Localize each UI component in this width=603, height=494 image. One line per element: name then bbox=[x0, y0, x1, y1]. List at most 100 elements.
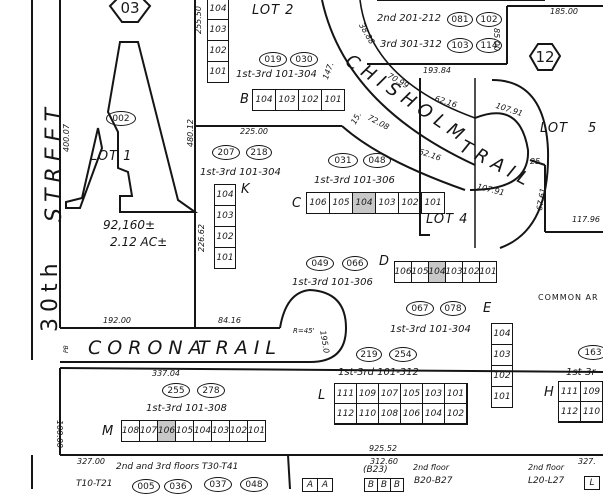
bottom-oval-d[interactable]: 048 bbox=[240, 477, 268, 492]
unit[interactable]: 101 bbox=[424, 198, 442, 208]
unit[interactable]: 103 bbox=[208, 20, 228, 41]
unit[interactable]: 106 bbox=[401, 404, 423, 424]
bldg-k-oval-to[interactable]: 218 bbox=[246, 145, 272, 160]
unit[interactable]: 111 bbox=[335, 384, 357, 404]
unit[interactable]: 106 bbox=[394, 262, 412, 282]
unit[interactable]: 106 bbox=[307, 193, 330, 213]
unit[interactable]: 101 bbox=[479, 267, 497, 277]
unit[interactable]: 105 bbox=[176, 421, 194, 441]
bldg-d-range: 1st-3rd 101-306 bbox=[292, 277, 373, 288]
hexagon-03 bbox=[108, 0, 152, 23]
unit[interactable]: 101 bbox=[445, 384, 467, 404]
unit[interactable]: 103 bbox=[376, 193, 399, 213]
bldg-m-oval-to[interactable]: 278 bbox=[197, 383, 225, 398]
unit[interactable]: 103 bbox=[215, 206, 235, 227]
oval-label: 218 bbox=[250, 147, 268, 158]
bldg-e-oval-from[interactable]: 067 bbox=[406, 301, 434, 316]
unit[interactable]: 102 bbox=[399, 193, 422, 213]
unit[interactable]: 111 bbox=[559, 382, 581, 402]
unit[interactable]: 101 bbox=[493, 392, 511, 402]
unit[interactable]: 110 bbox=[581, 402, 603, 422]
unit[interactable]: 103 bbox=[492, 345, 512, 366]
bldg-d-oval-from[interactable]: 049 bbox=[306, 256, 334, 271]
unit[interactable]: 105 bbox=[411, 262, 429, 282]
bottom-b23: (B23) bbox=[363, 465, 388, 475]
bldg-c-oval-from[interactable]: 031 bbox=[328, 153, 358, 168]
unit[interactable]: 102 bbox=[208, 41, 228, 62]
bottom-floors-label: 2nd and 3rd floors T30-T41 bbox=[116, 462, 239, 472]
bldg-h-oval-from[interactable]: 163 bbox=[578, 345, 603, 360]
unit[interactable]: 104 bbox=[215, 185, 235, 206]
oval-label: 278 bbox=[202, 385, 220, 396]
oval-label: 048 bbox=[245, 479, 263, 490]
unit[interactable]: B bbox=[378, 479, 391, 491]
unit[interactable]: 104 bbox=[208, 0, 228, 20]
unit[interactable]: 104 bbox=[423, 404, 445, 424]
unit[interactable]: A bbox=[303, 479, 318, 491]
lot1-parcel-oval[interactable]: 002 bbox=[106, 111, 136, 126]
unit[interactable]: 102 bbox=[230, 421, 248, 441]
top-floor2-oval-from[interactable]: 081 bbox=[447, 12, 473, 27]
parcel-hex-03[interactable]: 03 bbox=[111, 0, 149, 24]
bldg-d-oval-to[interactable]: 066 bbox=[342, 256, 368, 271]
bldg-b-oval-from[interactable]: 019 bbox=[259, 52, 287, 67]
unit-shaded[interactable]: 106 bbox=[158, 421, 176, 441]
bldg-l-oval-to[interactable]: 254 bbox=[389, 347, 417, 362]
unit[interactable]: 109 bbox=[581, 382, 603, 402]
oval-label: 207 bbox=[217, 147, 235, 158]
unit[interactable]: 105 bbox=[330, 193, 353, 213]
unit[interactable]: 112 bbox=[335, 404, 357, 424]
dim-185: 185.00 bbox=[550, 7, 578, 16]
top-floor3-oval-to[interactable]: 114 bbox=[476, 38, 502, 53]
top-floor2-oval-to[interactable]: 102 bbox=[476, 12, 502, 27]
bldg-c-oval-to[interactable]: 048 bbox=[363, 153, 391, 168]
bldg-k-oval-from[interactable]: 207 bbox=[212, 145, 240, 160]
unit[interactable]: 110 bbox=[357, 404, 379, 424]
top-floor3-oval-from[interactable]: 103 bbox=[447, 38, 473, 53]
dim-117: 117.96 bbox=[572, 215, 600, 224]
bottom-oval-a[interactable]: 005 bbox=[132, 479, 160, 494]
unit[interactable]: 103 bbox=[445, 262, 463, 282]
dim-225: 225.00 bbox=[240, 127, 268, 136]
unit[interactable]: L bbox=[589, 478, 595, 488]
lot1-acres: 2.12 AC± bbox=[110, 235, 168, 249]
unit[interactable]: A bbox=[321, 480, 329, 490]
bldg-l-oval-from[interactable]: 219 bbox=[356, 347, 382, 362]
unit[interactable]: 102 bbox=[215, 227, 235, 248]
bldg-e-oval-to[interactable]: 078 bbox=[440, 301, 466, 316]
unit[interactable]: 107 bbox=[140, 421, 158, 441]
unit[interactable]: 112 bbox=[559, 402, 581, 422]
unit[interactable]: 102 bbox=[492, 366, 512, 387]
unit[interactable]: B bbox=[393, 480, 401, 490]
unit[interactable]: 108 bbox=[122, 421, 140, 441]
unit[interactable]: 101 bbox=[324, 95, 342, 105]
unit[interactable]: 102 bbox=[299, 90, 322, 110]
street-name-30th: 30th bbox=[38, 257, 63, 332]
unit[interactable]: B bbox=[365, 479, 378, 491]
unit[interactable]: 104 bbox=[253, 90, 276, 110]
dim-480: 480.12 bbox=[186, 119, 195, 147]
unit[interactable]: 101 bbox=[209, 67, 227, 77]
unit[interactable]: 104 bbox=[492, 324, 512, 345]
unit[interactable]: 107 bbox=[379, 384, 401, 404]
unit[interactable]: 103 bbox=[423, 384, 445, 404]
bldg-b-oval-to[interactable]: 030 bbox=[290, 52, 318, 67]
unit[interactable]: 108 bbox=[379, 404, 401, 424]
unit-shaded[interactable]: 104 bbox=[428, 262, 446, 282]
unit[interactable]: 103 bbox=[276, 90, 299, 110]
unit[interactable]: 109 bbox=[357, 384, 379, 404]
bottom-floor2-l: 2nd floor bbox=[528, 463, 565, 472]
unit[interactable]: 101 bbox=[247, 426, 266, 436]
unit[interactable]: 103 bbox=[212, 421, 230, 441]
unit-shaded[interactable]: 104 bbox=[353, 193, 376, 213]
bldg-m-oval-from[interactable]: 255 bbox=[162, 383, 190, 398]
parcel-hex-12[interactable]: 12 bbox=[526, 41, 564, 73]
unit[interactable]: 105 bbox=[401, 384, 423, 404]
unit[interactable]: 104 bbox=[194, 421, 212, 441]
unit[interactable]: 102 bbox=[462, 262, 480, 282]
bottom-oval-c[interactable]: 037 bbox=[204, 477, 232, 492]
bldg-m-units: 108 107 106 105 104 103 102 101 bbox=[121, 420, 266, 442]
unit[interactable]: 102 bbox=[445, 404, 467, 424]
bottom-oval-b[interactable]: 036 bbox=[164, 479, 192, 494]
unit[interactable]: 101 bbox=[216, 253, 234, 263]
